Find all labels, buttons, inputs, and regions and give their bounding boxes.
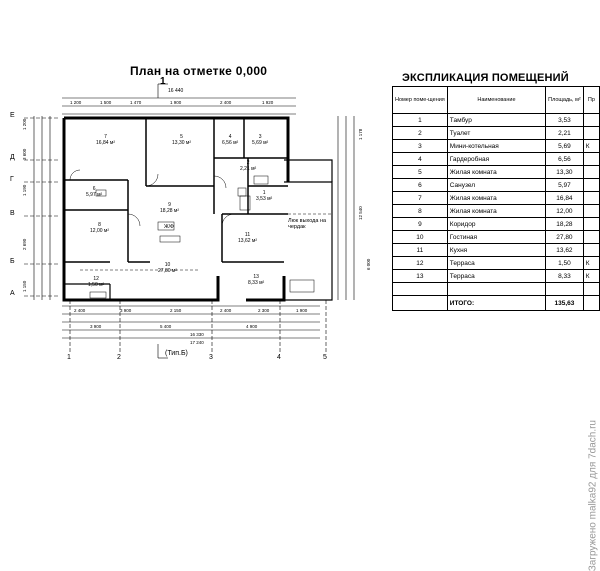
total-area: 135,63 bbox=[545, 295, 584, 311]
dim-bottom: 3 900 bbox=[120, 308, 132, 313]
axis-row-label: А bbox=[10, 290, 15, 297]
axis-col-label: 3 bbox=[209, 354, 213, 361]
floor-plan: План на отметке 0,000 1 bbox=[0, 0, 380, 424]
section-caption-bottom: (Тип.Б) bbox=[165, 350, 188, 357]
header-number: Номер поме-щения bbox=[392, 86, 448, 114]
axis-col-label: 5 bbox=[323, 354, 327, 361]
dim-left: 1 200 bbox=[22, 118, 27, 130]
plan-drawing bbox=[24, 83, 355, 359]
header-name: Наименование bbox=[446, 86, 547, 114]
explication-title: ЭКСПЛИКАЦИЯ ПОМЕЩЕНИЙ bbox=[402, 72, 569, 84]
total-label: ИТОГО: bbox=[446, 295, 547, 311]
dim-top-total: 16 440 bbox=[168, 88, 184, 94]
attic-hatch-note: Люк выхода на чердак bbox=[288, 218, 327, 230]
dim-top: 1 500 bbox=[100, 100, 112, 105]
dim-right: 1 178 bbox=[358, 128, 363, 140]
dim-right: 12 540 bbox=[358, 206, 363, 220]
section-marker-top: 1 bbox=[160, 76, 166, 87]
axis-row-label: Г bbox=[10, 176, 14, 183]
table-header-row: Номер поме-щения Наименование Площадь, м… bbox=[392, 86, 600, 114]
dim-bottom-total: 16 330 bbox=[190, 332, 204, 337]
dim-bottom: 2 150 bbox=[170, 308, 182, 313]
dim-bottom: 2 300 bbox=[258, 308, 270, 313]
explication-table: Номер поме-щения Наименование Площадь, м… bbox=[392, 86, 600, 311]
dim-left: 1 190 bbox=[22, 184, 27, 196]
dim-bottom2: 5 400 bbox=[160, 324, 172, 329]
table-row bbox=[392, 282, 600, 296]
explication-table-wrap: Номер поме-щения Наименование Площадь, м… bbox=[392, 86, 600, 311]
dim-right: 6 000 bbox=[366, 258, 371, 270]
watermark: Загружено malka92 для 7dach.ru bbox=[582, 240, 600, 571]
dim-bottom: 1 900 bbox=[296, 308, 308, 313]
dim-left: 2 690 bbox=[22, 238, 27, 250]
dim-top: 1 900 bbox=[170, 100, 182, 105]
plan-title: План на отметке 0,000 bbox=[130, 64, 268, 78]
axis-col-label: 2 bbox=[117, 354, 121, 361]
header-extra: Пр bbox=[582, 86, 600, 114]
dim-bottom: 2 400 bbox=[74, 308, 86, 313]
watermark-text: Загружено malka92 для 7dach.ru bbox=[587, 420, 598, 571]
dim-bottom: 2 400 bbox=[220, 308, 232, 313]
axis-row-label: Б bbox=[10, 258, 15, 265]
dim-top: 1 920 bbox=[262, 100, 274, 105]
dim-left: 1 150 bbox=[22, 280, 27, 292]
label-jf: Ж/Ф bbox=[164, 224, 174, 230]
dim-bottom-total2: 17 240 bbox=[190, 340, 204, 345]
dim-top: 1 200 bbox=[70, 100, 82, 105]
dim-bottom2: 3 900 bbox=[90, 324, 102, 329]
header-area: Площадь, м² bbox=[545, 86, 584, 114]
axis-row-label: В bbox=[10, 210, 15, 217]
axis-col-label: 1 bbox=[67, 354, 71, 361]
axis-col-label: 4 bbox=[277, 354, 281, 361]
dim-top: 1 470 bbox=[130, 100, 142, 105]
dim-bottom2: 4 900 bbox=[246, 324, 258, 329]
axis-row-label: Е bbox=[10, 112, 15, 119]
axis-row-label: Д bbox=[10, 154, 15, 161]
dim-top: 2 400 bbox=[220, 100, 232, 105]
dim-left: 3 600 bbox=[22, 148, 27, 160]
table-total-row: ИТОГО: 135,63 bbox=[392, 295, 600, 311]
